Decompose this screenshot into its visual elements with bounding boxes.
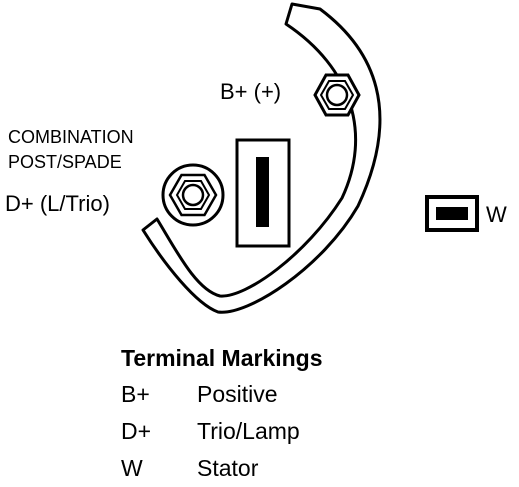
w-terminal-icon	[425, 195, 479, 232]
terminal-markings-legend: Terminal Markings B+ Positive D+ Trio/Lamp…	[121, 343, 323, 487]
housing-outline	[141, 2, 382, 314]
combination-label-line1: COMBINATION	[8, 127, 134, 147]
legend-row: D+ Trio/Lamp	[121, 413, 323, 450]
combination-post-label: COMBINATION POST/SPADE	[8, 125, 134, 175]
combination-label-line2: POST/SPADE	[8, 152, 122, 172]
b-plus-hex-nut-icon	[313, 73, 361, 117]
legend-row: B+ Positive	[121, 376, 323, 413]
w-label: W	[486, 202, 507, 227]
legend-row: W Stator	[121, 450, 323, 487]
d-plus-hex-nut-icon	[161, 163, 225, 227]
legend-meaning: Stator	[197, 455, 259, 481]
legend-code: W	[121, 455, 143, 481]
spade-terminal-icon	[235, 138, 291, 248]
legend-title: Terminal Markings	[121, 345, 323, 371]
legend-code: B+	[121, 381, 150, 407]
legend-meaning: Trio/Lamp	[197, 418, 300, 444]
legend-code: D+	[121, 418, 152, 444]
d-plus-label: D+ (L/Trio)	[5, 191, 110, 216]
legend-meaning: Positive	[197, 381, 278, 407]
b-plus-label: B+ (+)	[220, 79, 282, 104]
